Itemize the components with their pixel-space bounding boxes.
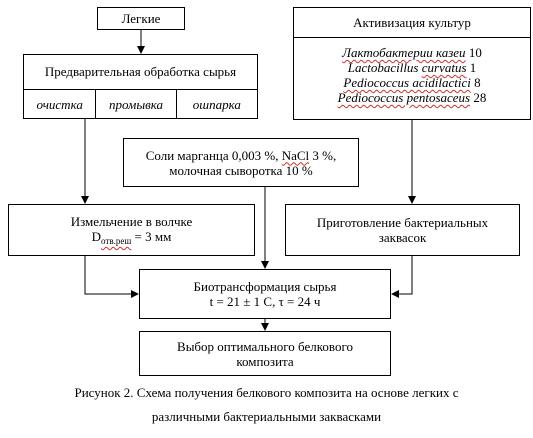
starter-line1: Приготовление бактериальных [316,215,489,230]
salts-line1: Соли марганца 0,003 %, NaCl 3 %, [145,147,337,163]
selection-line2: композита [236,353,294,369]
box-lungs: Легкие [97,7,185,30]
bio-line2: t = 21 ± 1 С, τ = 24 ч [209,294,321,309]
starter-line2: заквасок [378,230,427,245]
selection-line1: Выбор оптимального белкового [177,338,353,354]
box-pretreatment: Предварительная обработка сырья очистка … [23,54,258,119]
figure-caption-line2: различными бактериальными заквасками [151,409,382,424]
culture-item: Pediococcus pentosaceus 28 [337,90,487,105]
bio-line1: Биотрансформация сырья [193,279,337,294]
box-selection: Выбор оптимального белкового композита [139,331,391,376]
arrow-starter-to-bio [391,255,413,298]
pretreatment-steps: очистка промывка ошпарка [24,89,257,119]
box-grinding: Измельчение в волчке Dотв.реш = 3 мм [8,204,255,256]
grinding-line1: Измельчение в волчке [70,214,193,229]
figure-caption-line1: Рисунок 2. Схема получения белкового ком… [74,385,459,400]
step-scalding: ошпарка [192,97,241,112]
box-activation: Активизация культур Лактобактерии казеи … [293,7,531,120]
box-biotransformation: Биотрансформация сырья t = 21 ± 1 С, τ =… [139,269,391,319]
step-cleaning: очистка [24,90,97,119]
culture-item: Lactobacillus curvatus 1 [347,60,477,75]
activation-list: Лактобактерии казеи 10 Lactobacillus cur… [294,37,530,119]
pretreatment-title: Предварительная обработка сырья [44,64,237,79]
culture-item: Лактобактерии казеи 10 [342,45,482,60]
culture-item: Pediococcus acidilactici 8 [343,75,481,90]
arrow-grinding-to-bio [84,255,139,298]
box-salts: Соли марганца 0,003 %, NaCl 3 %, молочна… [123,138,359,187]
step-washing: промывка [96,90,177,119]
lungs-label: Легкие [121,11,161,26]
activation-title: Активизация культур [353,15,471,30]
grinding-line2: Dотв.реш = 3 мм [91,229,172,246]
salts-line2: молочная сыворотка 10 % [169,162,313,178]
box-starter: Приготовление бактериальных заквасок [285,204,520,256]
